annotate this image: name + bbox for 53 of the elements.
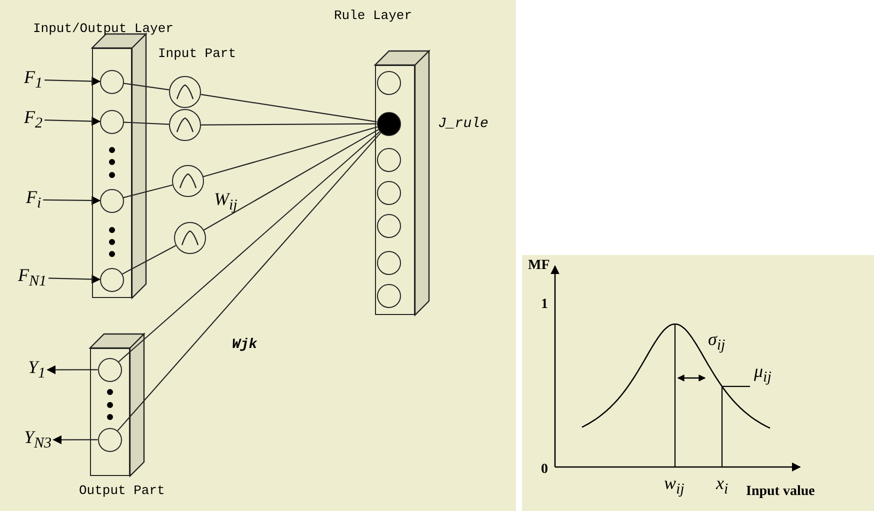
rule-label: J_rule bbox=[438, 117, 488, 131]
weight-label: Wjk bbox=[232, 338, 258, 352]
connection-line bbox=[117, 132, 382, 432]
axis-title: MF bbox=[528, 258, 550, 274]
neuron-circle bbox=[100, 188, 124, 213]
neuron-circle bbox=[376, 214, 401, 238]
connection-line bbox=[124, 122, 170, 125]
arrow bbox=[43, 196, 101, 205]
connection-line bbox=[201, 123, 377, 126]
neuron-circle bbox=[376, 148, 401, 172]
connection-line bbox=[123, 184, 173, 198]
membership-function-node bbox=[169, 76, 201, 108]
layer-heading: Output Part bbox=[79, 483, 165, 498]
variable-label: F$_{i}$ bbox=[26, 188, 42, 212]
arrow bbox=[46, 365, 98, 374]
tick-label: 1 bbox=[541, 297, 548, 313]
tick-label: 0 bbox=[541, 462, 548, 478]
parameter-label: σ$_{ij}$ bbox=[708, 330, 726, 354]
variable-label: Y$_{1}$ bbox=[28, 358, 46, 382]
tick-label: w$_{ij}$ bbox=[664, 474, 684, 498]
layer-heading: Rule Layer bbox=[334, 8, 412, 23]
neuron-circle bbox=[376, 180, 401, 205]
membership-function-node bbox=[174, 222, 206, 254]
parameter-label: μ$_{ij}$ bbox=[754, 362, 772, 386]
arrow bbox=[52, 435, 98, 444]
neuron-circle bbox=[376, 284, 401, 308]
section-heading: Input Part bbox=[158, 46, 236, 61]
axis-title: Input value bbox=[746, 484, 815, 500]
connection-line bbox=[124, 82, 170, 90]
neuron-circle bbox=[376, 70, 401, 95]
connection-line bbox=[204, 129, 379, 230]
variable-label: F$_{2}$ bbox=[24, 108, 42, 132]
variable-label: F$_{N1}$ bbox=[18, 266, 47, 290]
layer-heading: Input/Output Layer bbox=[33, 21, 174, 36]
weight-label: W$_{ij}$ bbox=[214, 190, 238, 214]
connection-line bbox=[118, 131, 380, 362]
arrow bbox=[44, 116, 101, 126]
tick-label: x$_{i}$ bbox=[716, 474, 728, 498]
connection-line bbox=[203, 126, 378, 178]
neuron-circle bbox=[100, 268, 124, 292]
arrow bbox=[44, 76, 101, 86]
neuron-circle bbox=[100, 70, 124, 94]
connection-line bbox=[122, 245, 176, 275]
neuron-circle bbox=[376, 250, 401, 275]
connection-line bbox=[200, 94, 377, 122]
membership-function-node bbox=[169, 109, 201, 141]
membership-function-node bbox=[172, 165, 204, 197]
neuron-circle bbox=[98, 428, 122, 452]
variable-label: Y$_{N3}$ bbox=[24, 428, 52, 452]
neuron-circle bbox=[100, 110, 124, 134]
neuron-circle bbox=[98, 358, 122, 382]
arrow bbox=[48, 274, 101, 284]
variable-label: F$_{1}$ bbox=[24, 68, 42, 92]
